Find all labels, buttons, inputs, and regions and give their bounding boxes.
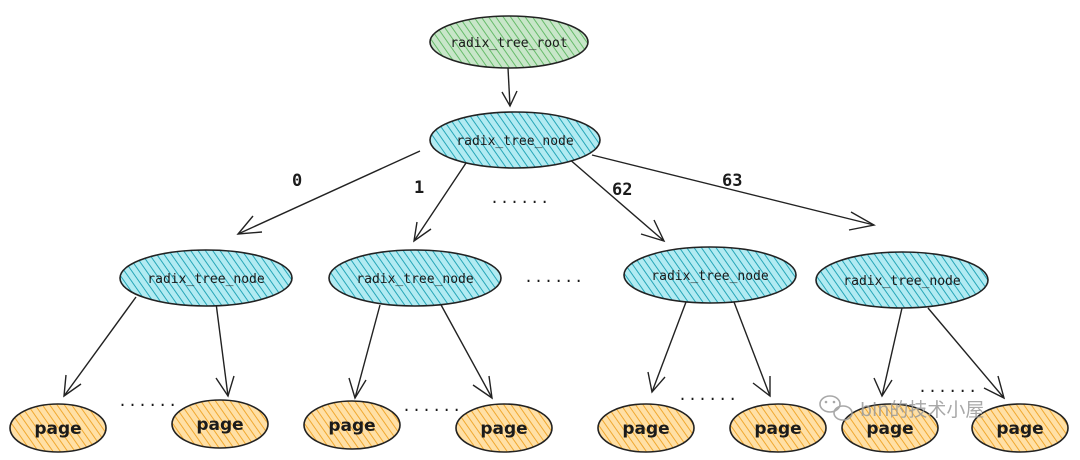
level2-node: radix_tree_node bbox=[119, 249, 293, 307]
edge-label-62: 62 bbox=[612, 180, 632, 200]
arrowhead-slot-62 bbox=[640, 219, 666, 243]
arrowhead-n1-p2 bbox=[215, 375, 235, 398]
ellipsis-pages-c: ...... bbox=[678, 386, 738, 404]
page-node-label: page bbox=[996, 419, 1043, 439]
level2-node-label: radix_tree_node bbox=[356, 272, 474, 287]
watermark-text: bin的技术小屋 bbox=[860, 399, 984, 421]
page-node: page bbox=[303, 400, 401, 450]
level1-node-label: radix_tree_node bbox=[456, 134, 574, 149]
ellipsis-pages-a: ...... bbox=[118, 392, 178, 410]
edge-slot-1 bbox=[413, 162, 467, 242]
ellipsis-pages-d: ...... bbox=[918, 378, 978, 396]
edge-slot-0 bbox=[237, 150, 421, 235]
arrowhead-slot-0 bbox=[236, 215, 263, 235]
level2-node-label: radix_tree_node bbox=[147, 272, 265, 287]
arrowhead-slot-63 bbox=[848, 211, 876, 231]
edge-n3-p5 bbox=[651, 301, 687, 393]
arrowhead-n4-p8 bbox=[983, 375, 1006, 400]
watermark: bin的技术小屋 bbox=[819, 395, 984, 421]
page-node-label: page bbox=[480, 419, 527, 439]
level1-node: radix_tree_node bbox=[429, 111, 601, 169]
arrowhead-n1-p1 bbox=[63, 374, 82, 398]
root-node-label: radix_tree_root bbox=[450, 36, 567, 51]
page-node-label: page bbox=[196, 415, 243, 435]
edge-n2-p4 bbox=[439, 302, 493, 399]
ellipsis-pages-b: ...... bbox=[402, 397, 462, 415]
level2-node: radix_tree_node bbox=[328, 249, 502, 307]
arrowhead-root-to-node bbox=[501, 90, 518, 108]
page-node: page bbox=[597, 403, 695, 453]
edges bbox=[63, 67, 1006, 400]
arrowhead-n2-p3 bbox=[348, 377, 367, 400]
ellipsis-level2: ...... bbox=[524, 268, 584, 286]
edge-root-to-node bbox=[507, 67, 511, 107]
arrowhead-n2-p4 bbox=[472, 375, 493, 400]
edge-n4-p8 bbox=[927, 307, 1005, 399]
edge-labels: 0 1 62 63 bbox=[292, 171, 742, 200]
wechat-icon bbox=[819, 395, 853, 421]
edge-label-0: 0 bbox=[292, 171, 302, 191]
page-node-label: page bbox=[866, 419, 913, 439]
edge-n3-p6 bbox=[733, 301, 771, 397]
edge-n1-p2 bbox=[215, 302, 229, 397]
edge-slot-62 bbox=[567, 157, 665, 242]
page-node: page bbox=[971, 403, 1069, 453]
level2-node: radix_tree_node bbox=[623, 246, 797, 304]
ellipsis-marks: ...... ...... ...... ...... ...... .....… bbox=[118, 189, 978, 415]
page-node: page bbox=[455, 403, 553, 453]
page-node: page bbox=[9, 403, 107, 453]
page-node: page bbox=[841, 403, 939, 453]
page-nodes: page page page page page page page page bbox=[9, 399, 1069, 453]
page-node-label: page bbox=[754, 419, 801, 439]
arrowhead-n3-p6 bbox=[752, 376, 771, 398]
level2-node-label: radix_tree_node bbox=[651, 269, 769, 284]
arrowhead-n3-p5 bbox=[647, 371, 666, 394]
ellipsis-level1: ...... bbox=[490, 189, 550, 207]
edge-n4-p7 bbox=[881, 307, 903, 397]
arrowhead-slot-1 bbox=[413, 221, 432, 243]
page-node-label: page bbox=[328, 416, 375, 436]
root-node: radix_tree_root bbox=[429, 15, 589, 69]
edge-label-1: 1 bbox=[414, 178, 424, 198]
level2-nodes: radix_tree_node radix_tree_node radix_tr… bbox=[119, 246, 989, 309]
arrowhead-n4-p7 bbox=[873, 377, 893, 398]
level2-node: radix_tree_node bbox=[815, 251, 989, 309]
page-node: page bbox=[171, 399, 269, 449]
level2-node-label: radix_tree_node bbox=[843, 274, 961, 289]
edge-n2-p3 bbox=[354, 304, 381, 399]
page-node-label: page bbox=[34, 419, 81, 439]
page-node: page bbox=[729, 403, 827, 453]
page-node-label: page bbox=[622, 419, 669, 439]
edge-n1-p1 bbox=[63, 296, 137, 397]
edge-slot-63 bbox=[591, 154, 875, 226]
edge-label-63: 63 bbox=[722, 171, 742, 191]
